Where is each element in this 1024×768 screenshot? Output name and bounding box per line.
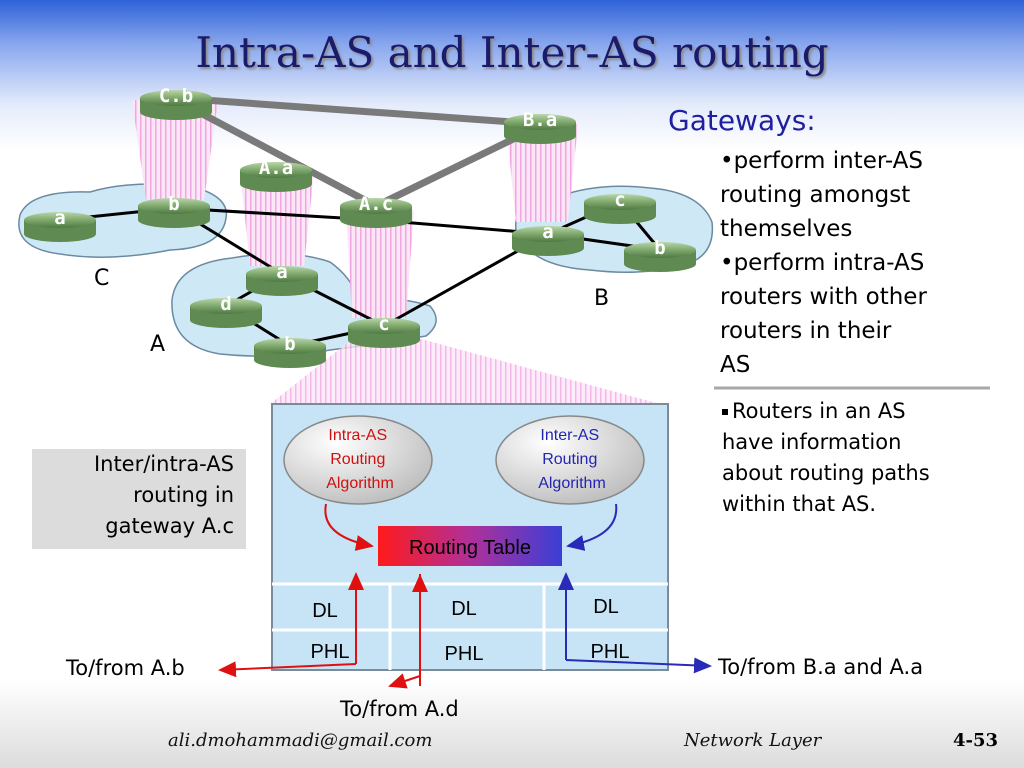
stack-aa [240,172,314,266]
router-ac-label: A.c [359,193,393,215]
slide-title: Intra-AS and Inter-AS routing [195,28,829,77]
router-c-a-label: a [54,207,65,229]
dl-mid: DL [451,598,477,620]
router-aa: A.a [240,157,312,192]
router-b-c-label: c [614,189,625,211]
gateway-bullet-2: •perform intra-AS routers with other rou… [720,250,927,378]
link-to-ad: To/from A.d [340,697,459,721]
stack-ba [506,124,578,222]
gateway-caption-box: Inter/intra-AS routing in gateway A.c [32,449,246,549]
router-c-b-label: b [168,193,179,215]
inter-as-label: Inter-AS Routing Algorithm [538,427,606,492]
router-cb: C.b [140,85,212,120]
dl-left: DL [312,600,338,622]
router-cb-label: C.b [159,85,193,107]
as-label-b: B [594,286,610,311]
router-a-d: d [190,293,262,328]
routers-note: Routers in an AS have information about … [722,399,930,516]
link-to-ab: To/from A.b [66,656,185,680]
routing-table-label: Routing Table [409,537,531,559]
router-b-c: c [584,189,656,224]
footer-topic: Network Layer [684,730,822,751]
as-label-a: A [150,332,166,357]
router-aa-label: A.a [259,157,293,179]
router-a-c: c [348,313,420,348]
caption-line: Inter/intra-AS [93,452,234,476]
phl-right: PHL [591,641,630,663]
router-ac: A.c [340,193,412,228]
routers: C.b a b B.a a c b A.aA.c a d b c [24,85,696,368]
bullet-square-icon [722,409,728,415]
gateways-heading: Gateways: [668,104,816,137]
router-c-b: b [138,193,210,228]
router-c-a: a [24,207,96,242]
router-a-d-label: d [220,293,231,315]
phl-mid: PHL [445,643,484,665]
router-a-b-label: b [284,333,295,355]
routing-table-box [378,526,562,566]
gateway-bullet-1: •perform inter-AS routing amongst themse… [720,148,923,242]
link-to-ba-aa: To/from B.a and A.a [718,655,924,679]
stack-ac [346,210,414,318]
intra-as-algorithm [283,415,433,505]
caption-line: gateway A.c [105,514,234,538]
router-a-b: b [254,333,326,368]
caption-line: routing in [133,483,234,507]
inter-as-algorithm [495,415,645,505]
phl-left: PHL [311,641,350,663]
inter-as-links [172,94,544,210]
as-label-c: C [94,266,110,291]
router-ba: B.a [504,109,576,144]
router-a-a-label: a [276,261,287,283]
footer-email: ali.dmohammadi@gmail.com [168,730,433,751]
dl-right: DL [593,596,619,618]
intra-as-label: Intra-AS Routing Algorithm [326,427,394,492]
router-ba-label: B.a [523,109,557,131]
router-b-b-label: b [654,237,665,259]
gateway-detail-box [218,403,712,689]
router-b-a: a [512,221,584,256]
stack-cb [132,100,218,200]
router-b-b: b [624,237,696,272]
router-b-a-label: a [542,221,553,243]
zoom-fan [270,336,660,404]
router-a-c-label: c [378,313,389,335]
page-number: 4-53 [952,730,998,751]
router-a-a: a [246,261,318,296]
